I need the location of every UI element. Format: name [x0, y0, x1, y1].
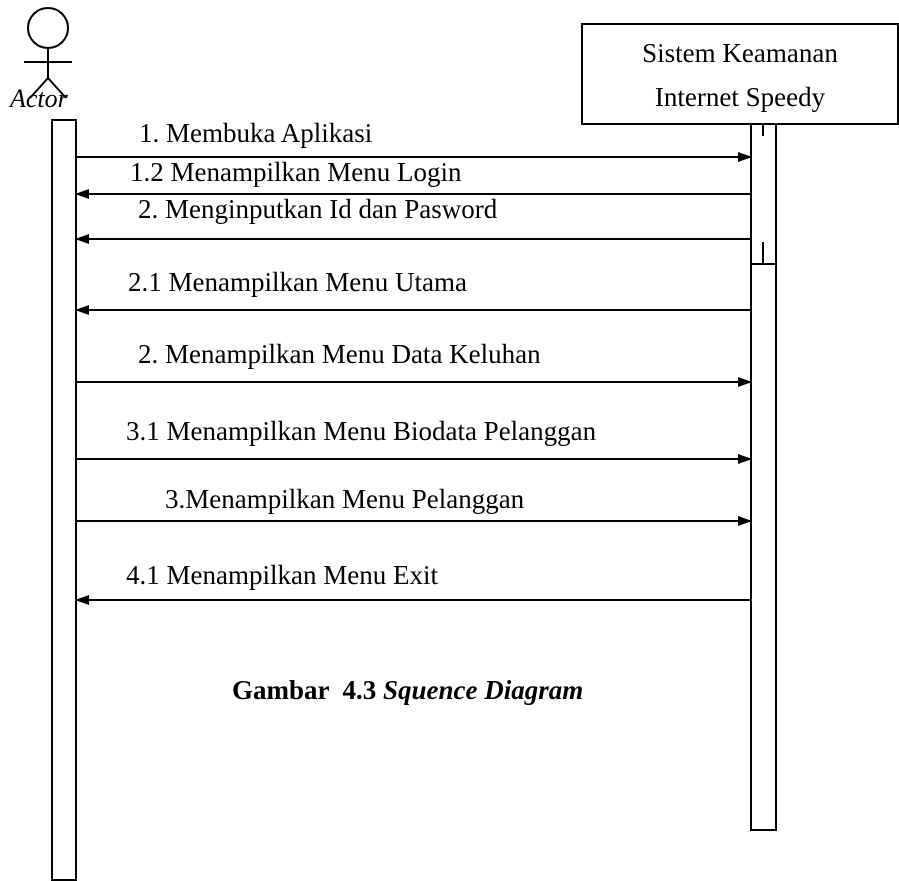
message-label: 1.2 Menampilkan Menu Login [130, 157, 462, 187]
message-label: 3.Menampilkan Menu Pelanggan [165, 484, 525, 514]
message-6: 3.1 Menampilkan Menu Biodata Pelanggan [76, 416, 752, 464]
caption-title: Squence Diagram [383, 675, 583, 705]
system-name-line1: Sistem Keamanan [642, 38, 838, 68]
system-object-box [581, 23, 899, 125]
actor-stick-figure-icon [24, 7, 72, 99]
message-7: 3.Menampilkan Menu Pelanggan [76, 484, 752, 526]
message-5: 2. Menampilkan Menu Data Keluhan [76, 339, 752, 387]
message-3: 2. Menginputkan Id dan Pasword [75, 194, 751, 244]
system-activation-bar [750, 263, 777, 831]
message-label: 2.1 Menampilkan Menu Utama [128, 267, 467, 297]
message-8: 4.1 Menampilkan Menu Exit [75, 560, 751, 605]
message-label: 2. Menampilkan Menu Data Keluhan [138, 339, 541, 369]
figure-caption: Gambar 4.3 Squence Diagram [232, 675, 583, 705]
message-1: 1. Membuka Aplikasi [76, 118, 752, 162]
message-4: 2.1 Menampilkan Menu Utama [75, 267, 751, 315]
system-name-line2: Internet Speedy [655, 82, 826, 112]
message-label: 4.1 Menampilkan Menu Exit [126, 560, 438, 590]
message-2: 1.2 Menampilkan Menu Login [75, 157, 751, 199]
caption-prefix: Gambar 4.3 [232, 675, 383, 705]
message-label: 3.1 Menampilkan Menu Biodata Pelanggan [126, 416, 597, 446]
message-label: 2. Menginputkan Id dan Pasword [138, 194, 498, 224]
actor-name: Actor [8, 84, 69, 113]
actor-activation-bar [51, 119, 77, 881]
message-label: 1. Membuka Aplikasi [139, 118, 372, 148]
